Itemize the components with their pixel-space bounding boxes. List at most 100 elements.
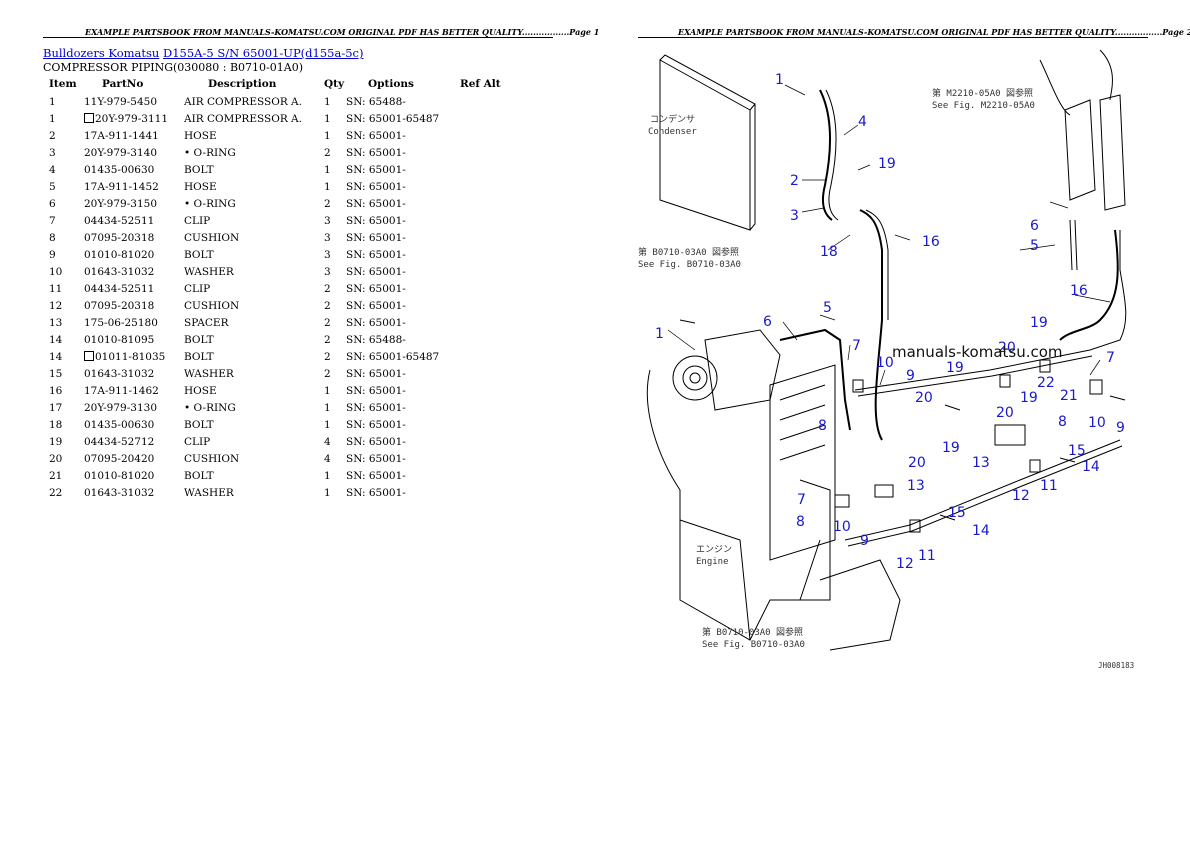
partno-text: 04434-52712 (84, 435, 155, 448)
engine-outline (646, 369, 821, 641)
description-cell: CUSHION (184, 299, 240, 312)
description-cell: WASHER (184, 265, 234, 278)
options-cell: SN: 65488- (346, 333, 406, 346)
item-cell: 3 (49, 146, 56, 159)
callout-10: 10 (833, 519, 851, 535)
ref-alt-cell (460, 212, 510, 229)
callout-22: 22 (1037, 375, 1055, 391)
parts-diagram: 1 4 19 2 3 18 16 1 6 5 7 10 9 8 20 19 20… (620, 40, 1160, 670)
description-cell: WASHER (184, 486, 234, 499)
compressor-pulley (672, 355, 718, 401)
partno-cell: 07095-20318 (84, 229, 184, 246)
ref-alt-cell (460, 229, 510, 246)
column-header-partno: PartNo (102, 77, 144, 90)
condenser-label: Condenser (648, 127, 697, 137)
callout-10: 10 (876, 355, 894, 371)
ref-alt-cell (460, 399, 510, 416)
callout-15: 15 (1068, 443, 1086, 459)
item-cell: 2 (49, 129, 56, 142)
qty-cell: 3 (324, 265, 331, 278)
ref-m2210: See Fig. M2210-05A0 (932, 101, 1035, 111)
description-cell: AIR COMPRESSOR A. (184, 95, 302, 108)
callout-9: 9 (906, 368, 915, 384)
partno-cell: 20Y-979-3150 (84, 195, 184, 212)
partno-text: 04434-52511 (84, 282, 155, 295)
header-rule (638, 37, 1148, 38)
ref-alt-cell (460, 246, 510, 263)
qty-cell: 2 (324, 350, 331, 363)
ref-alt-cell (460, 331, 510, 348)
partno-text: 01643-31032 (84, 367, 155, 380)
breadcrumb-link-model[interactable]: D155A-5 S/N 65001-UP(d155a-5c) (162, 46, 364, 60)
partno-cell: 04434-52511 (84, 280, 184, 297)
description-cell: BOLT (184, 248, 214, 261)
ref-alt-cell (460, 382, 510, 399)
callout-16: 16 (1070, 283, 1088, 299)
callout-21: 21 (1060, 388, 1078, 404)
qty-cell: 1 (324, 95, 331, 108)
callout-4: 4 (858, 114, 867, 130)
options-cell: SN: 65001- (346, 248, 406, 261)
partno-cell: 01435-00630 (84, 416, 184, 433)
item-cell: 8 (49, 231, 56, 244)
item-cell: 10 (49, 265, 63, 278)
options-cell: SN: 65001- (346, 282, 406, 295)
item-cell: 7 (49, 214, 56, 227)
partno-cell: 20Y-979-3140 (84, 144, 184, 161)
callout-12: 12 (1012, 488, 1030, 504)
callout-13: 13 (907, 478, 925, 494)
ref-b0710-lower-jp: 第 B0710-03A0 図参照 (702, 626, 803, 638)
options-cell: SN: 65001- (346, 197, 406, 210)
callout-6: 6 (763, 314, 772, 330)
breadcrumb-link-bulldozers[interactable]: Bulldozers Komatsu (43, 46, 160, 60)
qty-cell: 1 (324, 163, 331, 176)
ref-alt-cell (460, 127, 510, 144)
options-cell: SN: 65001- (346, 214, 406, 227)
partno-text: 20Y-979-3130 (84, 401, 157, 414)
options-cell: SN: 65001- (346, 469, 406, 482)
section-title: COMPRESSOR PIPING(030080 : B0710-01A0) (43, 61, 303, 74)
callout-12: 12 (896, 556, 914, 572)
partno-text: 01010-81020 (84, 248, 155, 261)
column-header-ref-alt: Ref Alt (460, 77, 501, 90)
partno-text: 07095-20420 (84, 452, 155, 465)
description-cell: BOLT (184, 469, 214, 482)
bracket (769, 364, 836, 561)
partno-text: 01435-00630 (84, 163, 155, 176)
partno-cell: 175-06-25180 (84, 314, 184, 331)
figure-annotations: コンデンサ Condenser 第 M2210-05A0 図参照 See Fig… (638, 87, 1134, 670)
options-cell: SN: 65001- (346, 163, 406, 176)
partno-cell: 07095-20420 (84, 450, 184, 467)
callout-10: 10 (1088, 415, 1106, 431)
description-cell: CLIP (184, 214, 211, 227)
figure-code: JH008183 (1098, 661, 1134, 670)
description-cell: • O-RING (184, 401, 236, 414)
qty-cell: 1 (324, 112, 331, 125)
partno-cell: 11Y-979-5450 (84, 93, 184, 110)
callout-19: 19 (1020, 390, 1038, 406)
ref-alt-cell (460, 110, 510, 127)
partno-cell: 01010-81095 (84, 331, 184, 348)
description-cell: BOLT (184, 333, 214, 346)
partno-cell: 17A-911-1452 (84, 178, 184, 195)
qty-cell: 1 (324, 486, 331, 499)
callout-3: 3 (790, 208, 799, 224)
parts-table: Item PartNo Description Qty Options Ref … (44, 76, 510, 501)
qty-cell: 2 (324, 367, 331, 380)
partno-text: 01010-81095 (84, 333, 155, 346)
illustration-page: EXAMPLE PARTSBOOK FROM MANUALS-KOMATSU.C… (595, 0, 1190, 842)
callout-19: 19 (946, 360, 964, 376)
column-header-options: Options (368, 77, 414, 90)
item-cell: 16 (49, 384, 63, 397)
condenser (659, 54, 756, 231)
